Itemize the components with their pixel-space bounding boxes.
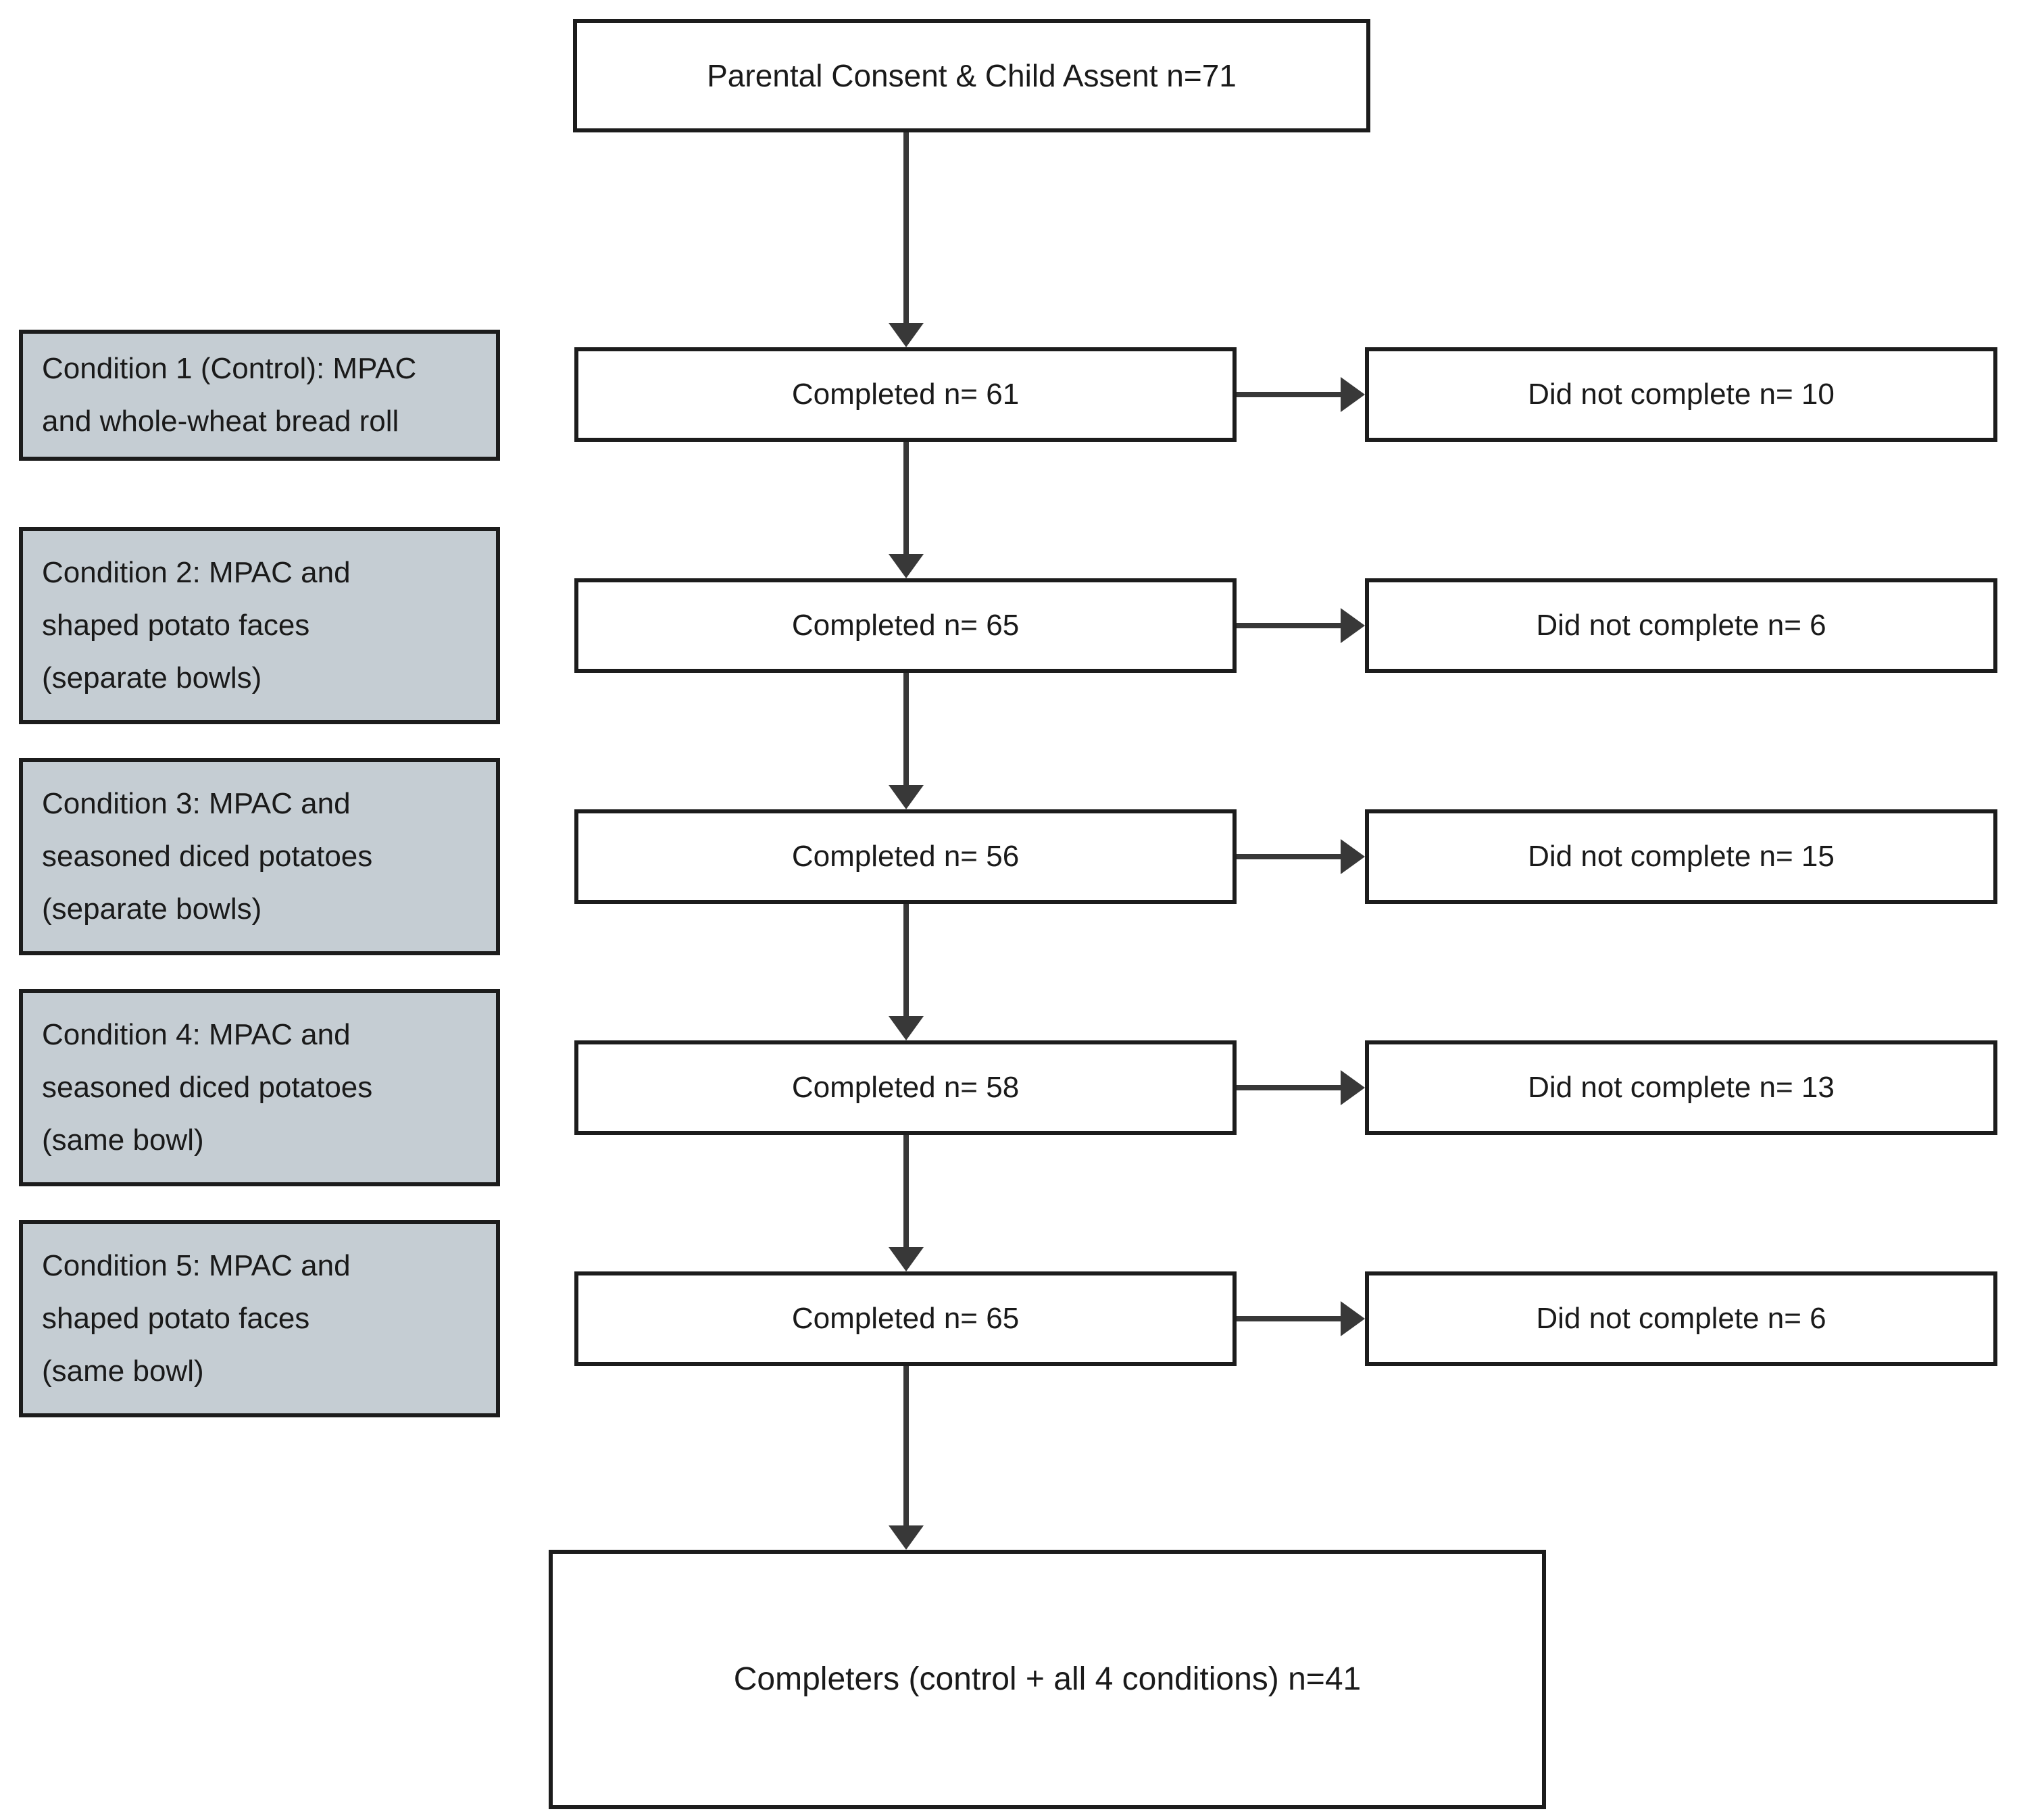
completers-box: Completers (control + all 4 conditions) … (549, 1550, 1546, 1809)
did-not-complete-1-box: Did not complete n= 10 (1365, 347, 1997, 442)
arrow-right-4-icon (1237, 1070, 1365, 1105)
condition-3-box: Condition 3: MPAC and seasoned diced pot… (19, 758, 500, 955)
arrow-right-2-icon (1237, 608, 1365, 643)
arrow-head (1341, 1301, 1365, 1336)
did-not-complete-2-box: Did not complete n= 6 (1365, 578, 1997, 673)
arrow-down-1-icon (889, 132, 924, 347)
arrow-shaft (1237, 1316, 1345, 1321)
did-not-complete-4-box: Did not complete n= 13 (1365, 1040, 1997, 1135)
arrow-shaft (903, 673, 909, 789)
arrow-shaft (1237, 1085, 1345, 1090)
arrow-down-2-icon (889, 442, 924, 578)
arrow-head (889, 1525, 924, 1550)
arrow-shaft (903, 442, 909, 558)
arrow-head (1341, 608, 1365, 643)
did-not-complete-5-box: Did not complete n= 6 (1365, 1271, 1997, 1366)
arrow-shaft (903, 1135, 909, 1251)
arrow-shaft (1237, 854, 1345, 859)
arrow-head (1341, 839, 1365, 874)
condition-2-box: Condition 2: MPAC and shaped potato face… (19, 527, 500, 724)
completed-1-box: Completed n= 61 (574, 347, 1237, 442)
arrow-right-5-icon (1237, 1301, 1365, 1336)
arrow-shaft (903, 1366, 909, 1530)
did-not-complete-3-box: Did not complete n= 15 (1365, 809, 1997, 904)
arrow-head (889, 323, 924, 347)
condition-1-box: Condition 1 (Control): MPAC and whole-wh… (19, 330, 500, 461)
arrow-head (1341, 1070, 1365, 1105)
condition-4-box: Condition 4: MPAC and seasoned diced pot… (19, 989, 500, 1186)
arrow-down-5-icon (889, 1135, 924, 1271)
arrow-shaft (1237, 623, 1345, 628)
arrow-head (1341, 377, 1365, 412)
completed-2-box: Completed n= 65 (574, 578, 1237, 673)
completed-5-box: Completed n= 65 (574, 1271, 1237, 1366)
arrow-head (889, 785, 924, 809)
arrow-shaft (903, 904, 909, 1020)
arrow-right-3-icon (1237, 839, 1365, 874)
condition-5-box: Condition 5: MPAC and shaped potato face… (19, 1220, 500, 1417)
enrollment-box: Parental Consent & Child Assent n=71 (573, 19, 1370, 132)
arrow-head (889, 1016, 924, 1040)
arrow-down-3-icon (889, 673, 924, 809)
arrow-shaft (903, 132, 909, 327)
completed-3-box: Completed n= 56 (574, 809, 1237, 904)
arrow-down-4-icon (889, 904, 924, 1040)
arrow-down-6-icon (889, 1366, 924, 1550)
arrow-shaft (1237, 392, 1345, 397)
completed-4-box: Completed n= 58 (574, 1040, 1237, 1135)
arrow-head (889, 554, 924, 578)
arrow-right-1-icon (1237, 377, 1365, 412)
arrow-head (889, 1247, 924, 1271)
